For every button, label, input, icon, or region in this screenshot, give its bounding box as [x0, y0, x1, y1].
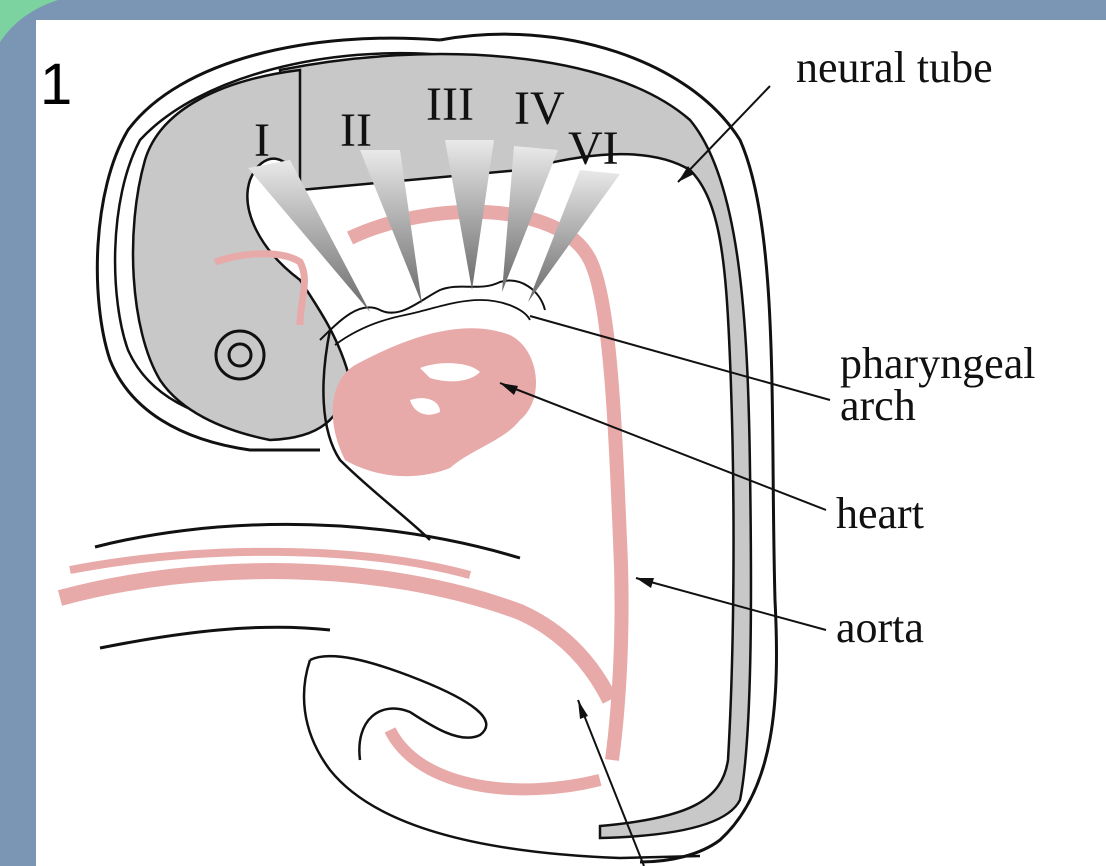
aortic-arch-vessel [350, 212, 622, 760]
leader-aorta-head [636, 578, 654, 588]
umbilical-vessel [60, 571, 610, 700]
label-neural-tube: neural tube [796, 43, 993, 92]
arch-numeral-2: II [340, 104, 372, 157]
corner-swoosh [0, 0, 58, 42]
leader-aorta [636, 578, 826, 630]
label-heart: heart [836, 489, 924, 538]
arch-numeral-3: III [426, 78, 474, 131]
arch-numeral-4: IV [514, 82, 565, 135]
arch-numeral-5: VI [568, 122, 619, 175]
label-arch: arch [840, 381, 916, 430]
label-aorta: aorta [836, 603, 924, 652]
leader-pharyngeal [530, 316, 830, 400]
arch-numeral-1: I [254, 114, 270, 167]
leader-bottom-head [578, 700, 588, 719]
yolk-line-bottom [100, 627, 330, 648]
vitelline-vessel [390, 730, 600, 789]
slide-number: 1 [40, 56, 72, 114]
leader-heart [500, 383, 826, 510]
